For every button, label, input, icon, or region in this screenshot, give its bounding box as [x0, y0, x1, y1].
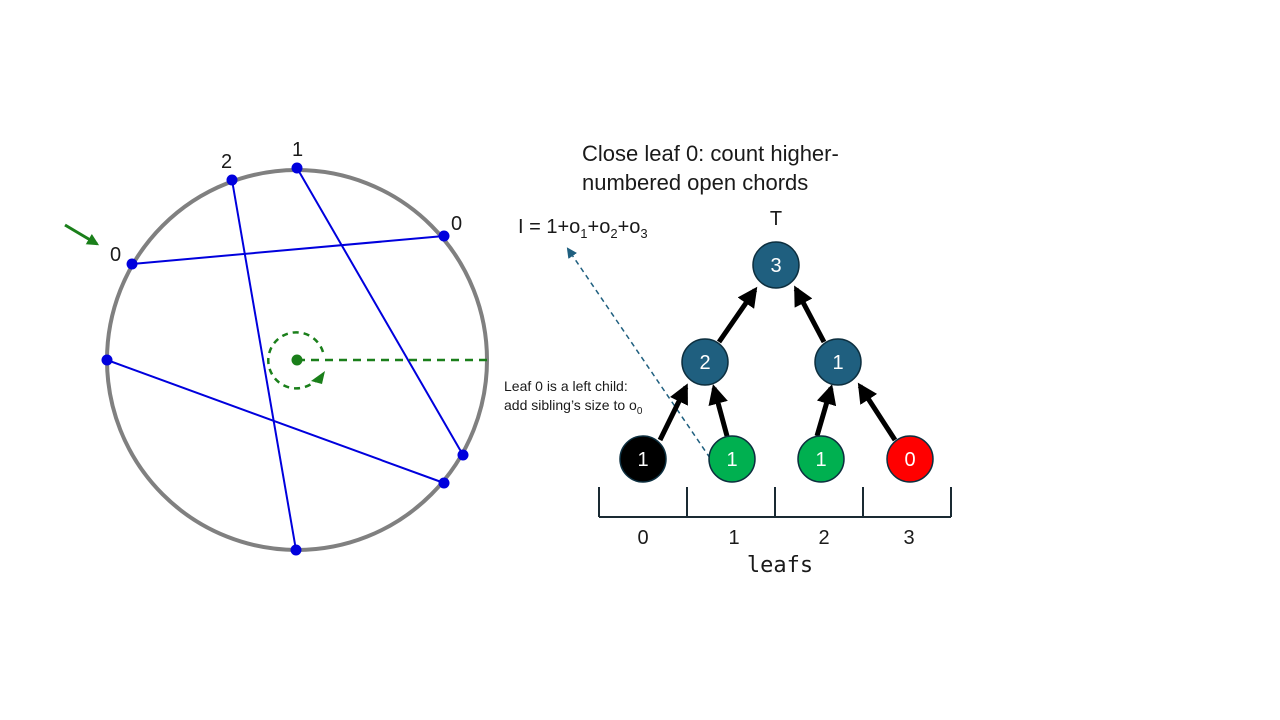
leaf-axis: 0 1 2 3 leafs	[598, 487, 952, 578]
leaf-value: 0	[904, 449, 915, 471]
chord-endpoint	[438, 230, 450, 242]
edge-leaf0-to-left	[657, 383, 689, 442]
leaf-index-1: 1	[728, 527, 739, 549]
chord-endpoint	[290, 544, 302, 556]
leaf-circle	[886, 435, 934, 483]
chord-endpoint	[101, 354, 113, 366]
leaf-value: 1	[637, 449, 648, 471]
leaf-index-0: 0	[637, 527, 648, 549]
node-value: 3	[770, 255, 781, 277]
leaf-value: 1	[726, 449, 737, 471]
chord-endpoint	[126, 258, 138, 270]
chord-circle-diagram: 0 0 1 2	[64, 139, 489, 556]
tree-node-internal-right: 1	[814, 338, 862, 386]
tree-leaf-3: 0	[886, 435, 934, 483]
tree-leaf-2: 1	[797, 435, 845, 483]
note-line-1: Leaf 0 is a left child:	[504, 378, 628, 394]
chord-0	[131, 235, 445, 265]
tree-title-line-2: numbered open chords	[582, 170, 808, 195]
start-pointer-arrow-icon	[64, 223, 100, 246]
endpoint-label-left-0: 0	[110, 244, 121, 266]
tree-name-label: T	[770, 208, 782, 230]
chord-1	[296, 167, 464, 456]
edge-right-to-root	[793, 285, 827, 344]
tree-diagram: Close leaf 0: count higher- numbered ope…	[504, 141, 952, 578]
leaf-circle	[619, 435, 667, 483]
chord-endpoint	[226, 174, 238, 186]
formula: I = 1+o1+o2+o3	[518, 216, 648, 241]
leaf-index-3: 3	[903, 527, 914, 549]
chord-2	[231, 179, 297, 551]
chord-endpoint	[291, 162, 303, 174]
leaf-value: 1	[815, 449, 826, 471]
edge-leaf1-to-left	[708, 384, 730, 437]
tree-node-internal-left: 2	[681, 338, 729, 386]
tree-leaf-0: 1	[619, 435, 667, 483]
node-circle	[752, 241, 800, 289]
edge-leaf3-to-right	[857, 382, 898, 442]
rotation-arc	[267, 331, 325, 390]
endpoint-label-right-0: 0	[451, 213, 462, 235]
edge-leaf2-to-right	[814, 384, 837, 437]
leaf-circle	[708, 435, 756, 483]
tree-node-root: 3	[752, 241, 800, 289]
node-value: 2	[699, 352, 710, 374]
leafs-axis-label: leafs	[747, 553, 813, 578]
endpoint-label-1: 1	[292, 139, 303, 161]
tree-title-line-1: Close leaf 0: count higher-	[582, 141, 839, 166]
note-line-2: add sibling’s size to o0	[504, 397, 643, 417]
chord-3	[106, 359, 445, 484]
tree-leaf-1: 1	[708, 435, 756, 483]
leaf-circle	[797, 435, 845, 483]
formula-link-arrow-icon	[566, 247, 711, 459]
node-circle	[814, 338, 862, 386]
rotation-arrow-icon	[311, 371, 325, 384]
node-value: 1	[832, 352, 843, 374]
node-circle	[681, 338, 729, 386]
leaf-index-2: 2	[818, 527, 829, 549]
chord-endpoint	[438, 477, 450, 489]
chord-endpoint	[457, 449, 469, 461]
endpoint-label-2: 2	[221, 151, 232, 173]
edge-left-to-root	[716, 286, 758, 344]
